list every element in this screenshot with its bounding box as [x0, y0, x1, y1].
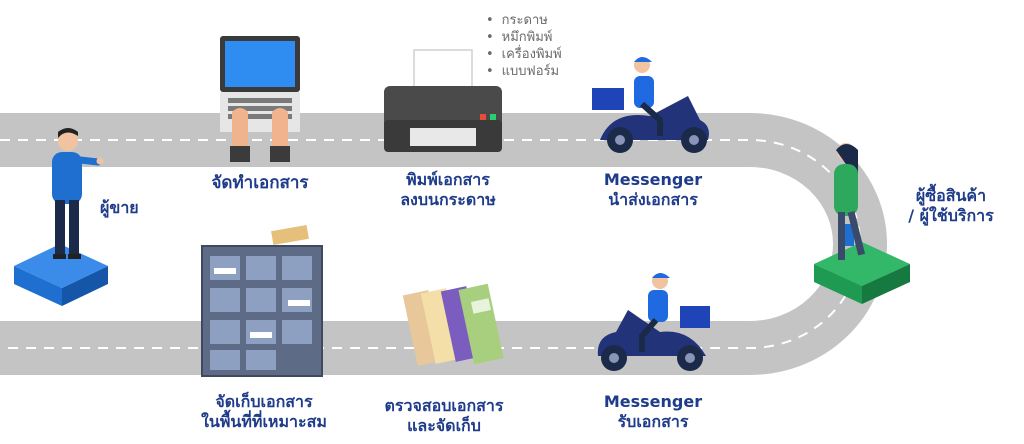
label-messenger-receive: Messenger รับเอกสาร — [603, 392, 703, 431]
list-item: แบบฟอร์ม — [486, 63, 562, 80]
list-item: เครื่องพิมพ์ — [486, 46, 562, 63]
print-supplies-list: กระดาษ หมึกพิมพ์ เครื่องพิมพ์ แบบฟอร์ม — [486, 12, 562, 80]
label-buyer: ผู้ซื้อสินค้า / ผู้ใช้บริการ — [908, 186, 994, 225]
label-prepare-document: จัดทำเอกสาร — [211, 173, 309, 193]
seller-platform — [14, 244, 108, 306]
label-seller: ผู้ขาย — [100, 198, 139, 217]
label-store-document: จัดเก็บเอกสาร ในพื้นที่ที่เหมาะสม — [201, 392, 327, 431]
laptop-icon — [220, 36, 300, 162]
list-item: หมึกพิมพ์ — [486, 29, 562, 46]
label-messenger-deliver: Messenger นำส่งเอกสาร — [603, 170, 703, 209]
printer-icon — [384, 49, 502, 152]
road-lane-marking — [0, 139, 861, 349]
label-print-document: พิมพ์เอกสาร ลงบนกระดาษ — [400, 170, 496, 209]
list-item: กระดาษ — [486, 12, 562, 29]
label-check-document: ตรวจสอบเอกสาร และจัดเก็บ — [384, 396, 504, 435]
scooter-deliver-icon — [592, 57, 709, 153]
seller-person-icon — [52, 128, 104, 259]
scooter-receive-icon — [597, 273, 710, 371]
binders-icon — [402, 283, 504, 366]
buyer-person-icon — [834, 143, 866, 260]
filing-cabinet-icon — [201, 224, 323, 377]
